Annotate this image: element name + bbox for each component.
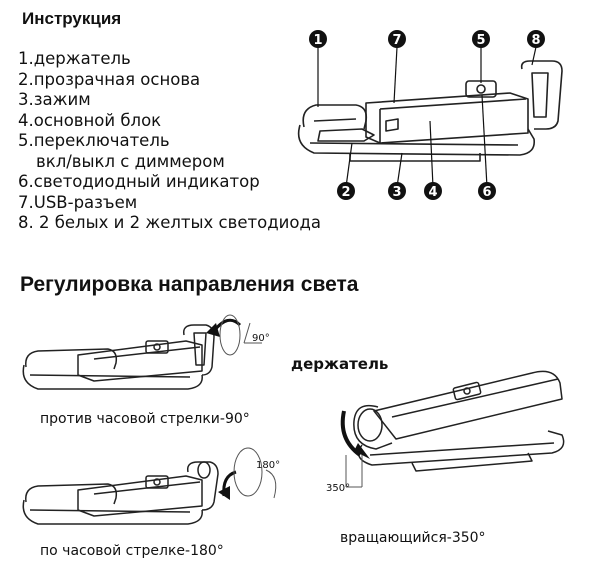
svg-text:5: 5 <box>476 33 485 48</box>
rotate-caption: вращающийся-350° <box>340 530 486 546</box>
device-diagram: 1 7 5 8 2 3 4 6 <box>297 30 563 200</box>
holder-label: держатель <box>291 355 389 373</box>
callout-badge-5: 5 <box>472 30 490 48</box>
angle-label-180: 180° <box>256 460 280 471</box>
svg-text:6: 6 <box>482 185 491 200</box>
callout-badge-8: 8 <box>527 30 545 48</box>
adjustment-title: Регулировка направления света <box>20 273 359 296</box>
part-item-switch-detail: вкл/выкл с диммером <box>36 151 225 171</box>
angle-label-350: 350° <box>326 483 350 494</box>
svg-text:1: 1 <box>313 33 322 48</box>
svg-text:3: 3 <box>392 185 401 200</box>
instructions-title: Инструкция <box>22 9 122 28</box>
ccw-caption: против часовой стрелки-90° <box>40 411 250 427</box>
callout-badge-6: 6 <box>478 182 496 200</box>
rotate-350-illustration: 350° <box>326 370 565 494</box>
part-item-leds: 8. 2 белых и 2 желтых светодиода <box>18 213 321 232</box>
callout-badge-1: 1 <box>309 30 327 48</box>
part-item-holder: 1.держатель <box>18 49 131 68</box>
svg-text:8: 8 <box>531 33 540 48</box>
callout-badge-2: 2 <box>337 182 355 200</box>
part-item-main-unit: 4.основной блок <box>18 110 162 130</box>
angle-label-90: 90° <box>252 333 270 344</box>
part-item-clip: 3.зажим <box>18 90 91 109</box>
svg-text:2: 2 <box>341 185 350 200</box>
parts-list: 1.держатель 2.прозрачная основа 3.зажим … <box>18 49 321 234</box>
cw-180-illustration: 180° <box>22 447 280 525</box>
svg-text:4: 4 <box>428 185 437 200</box>
part-item-indicator: 6.светодиодный индикатор <box>18 172 260 191</box>
callout-badge-4: 4 <box>424 182 442 200</box>
part-item-usb: 7.USB-разъем <box>18 192 138 212</box>
ccw-90-illustration: 90° <box>22 314 270 390</box>
cw-caption: по часовой стрелке-180° <box>40 543 224 559</box>
svg-text:7: 7 <box>392 33 401 48</box>
part-item-base: 2.прозрачная основа <box>18 69 201 89</box>
callout-badge-7: 7 <box>388 30 406 48</box>
callout-badge-3: 3 <box>388 182 406 200</box>
part-item-switch: 5.переключатель <box>18 131 170 150</box>
